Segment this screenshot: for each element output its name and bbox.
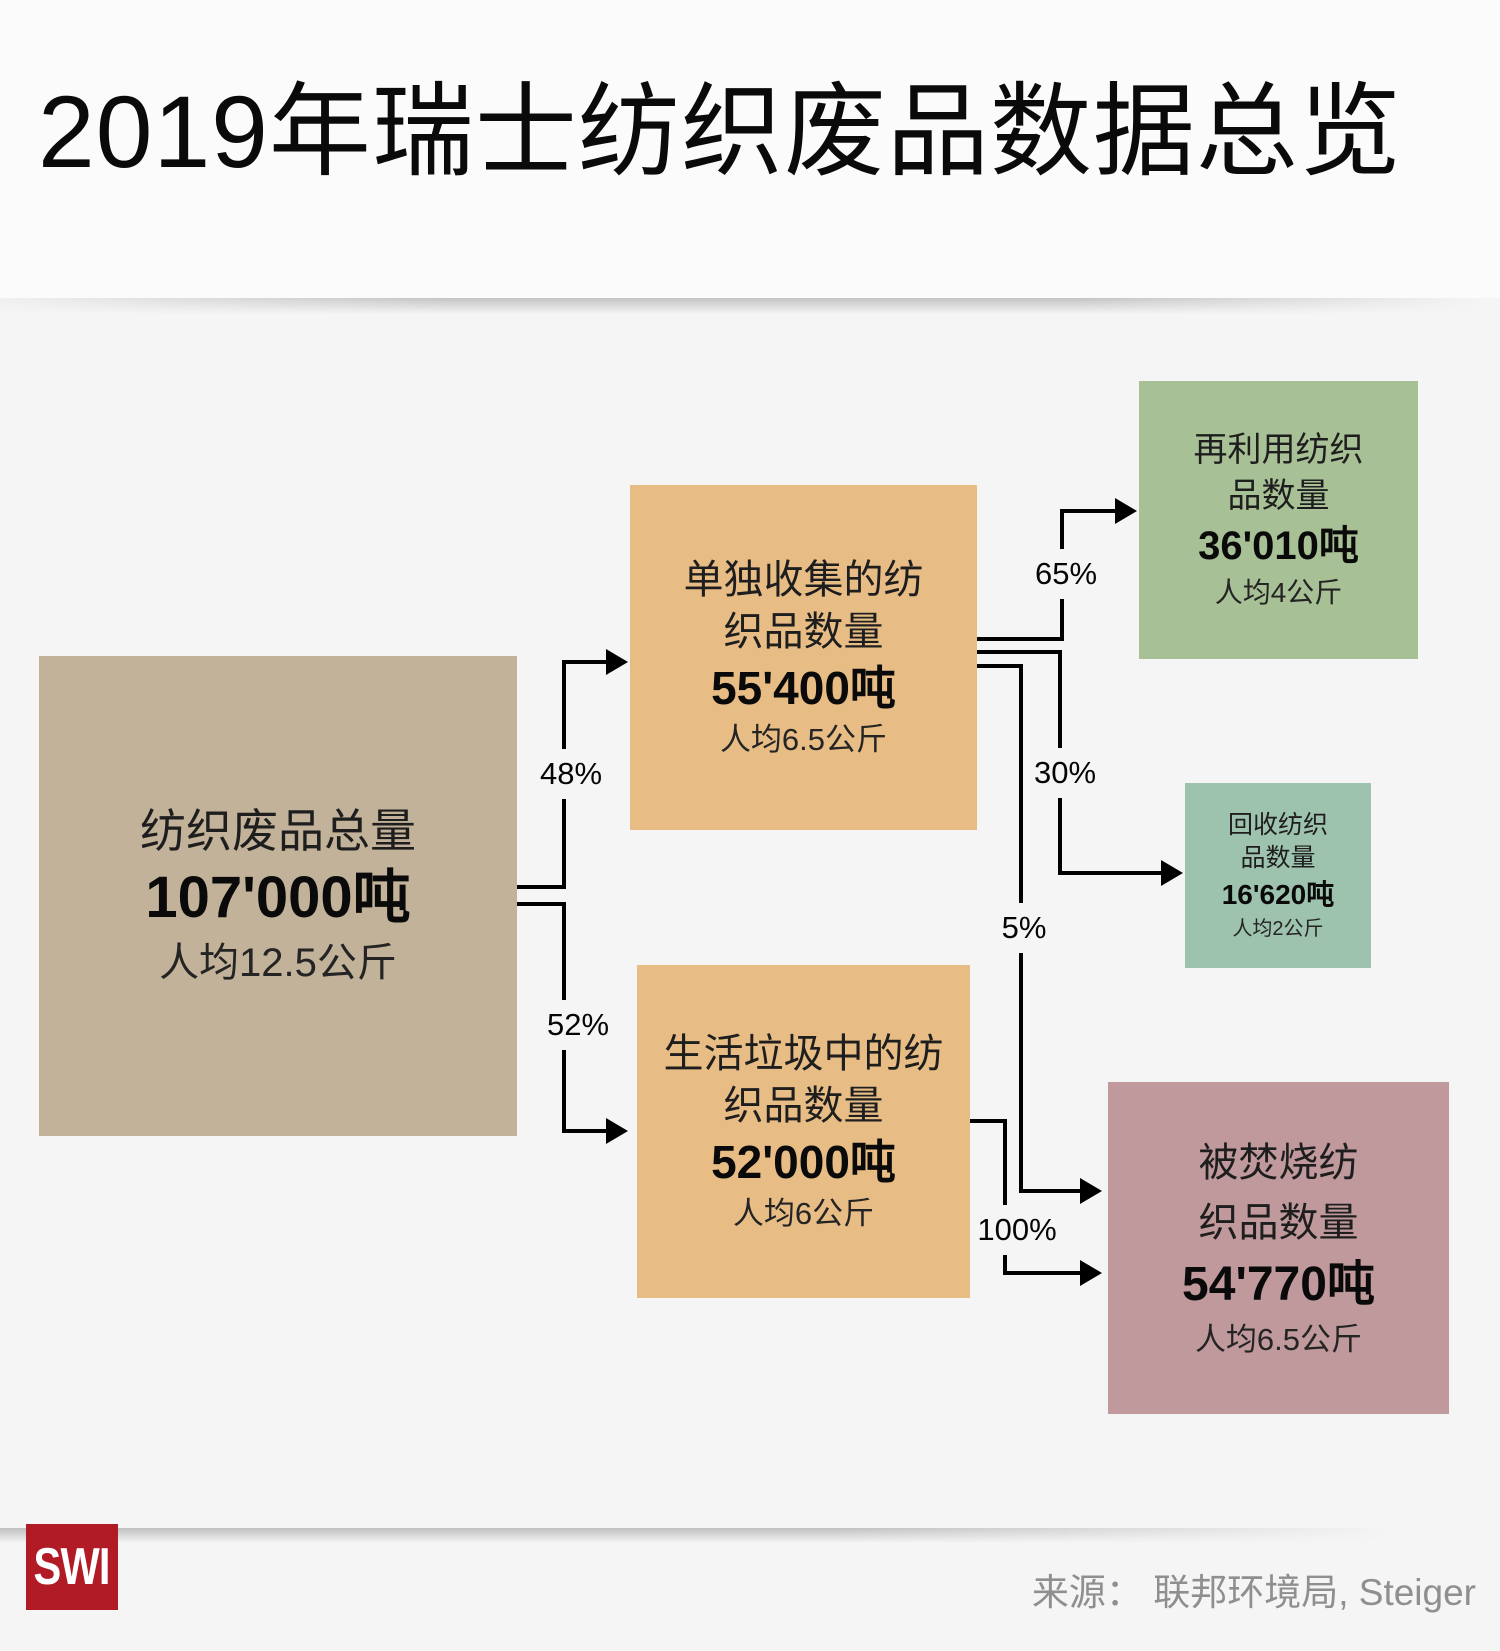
flow-percent-label: 52%	[543, 1000, 613, 1050]
node-per-capita: 人均2公斤	[1232, 917, 1324, 940]
arrowhead-icon	[1161, 860, 1183, 886]
node-incinerated-textiles: 被焚烧纺 织品数量 54'770吨 人均6.5公斤	[1108, 1082, 1449, 1414]
flow-segment	[1019, 1189, 1080, 1193]
flow-percent-label: 100%	[974, 1205, 1060, 1255]
source-credit: 来源： 联邦环境局, Steiger	[1031, 1572, 1476, 1613]
node-per-capita: 人均4公斤	[1214, 577, 1343, 608]
swi-logo-text: SWI	[33, 1538, 111, 1596]
node-label: 单独收集的纺 织品数量	[684, 554, 924, 658]
swi-logo: SWI	[26, 1524, 118, 1610]
arrowhead-icon	[606, 1118, 628, 1144]
flow-segment	[977, 664, 1023, 668]
node-label-line: 被焚烧纺	[1198, 1141, 1359, 1185]
node-per-capita: 人均6.5公斤	[1194, 1322, 1363, 1357]
flow-segment	[1003, 1119, 1007, 1275]
node-label-line: 回收纺织	[1227, 810, 1328, 839]
flow-segment	[1058, 871, 1161, 875]
arrowhead-icon	[1115, 498, 1137, 524]
node-amount: 107'000吨	[145, 865, 411, 930]
node-label: 回收纺织 品数量	[1228, 809, 1328, 875]
node-amount: 16'620吨	[1221, 878, 1335, 910]
flow-segment	[977, 650, 1062, 654]
node-label-line: 织品数量	[723, 609, 884, 654]
flow-segment	[566, 1129, 608, 1133]
node-label: 纺织废品总量	[140, 800, 416, 862]
node-label: 被焚烧纺 织品数量	[1199, 1133, 1359, 1253]
flow-segment	[566, 660, 608, 664]
flow-segment	[977, 637, 1064, 641]
node-label-line: 单独收集的纺	[683, 557, 924, 602]
flow-percent-label: 30%	[1030, 748, 1100, 798]
node-label: 生活垃圾中的纺 织品数量	[664, 1028, 944, 1132]
node-household-waste-textiles: 生活垃圾中的纺 织品数量 52'000吨 人均6公斤	[637, 965, 970, 1298]
node-label: 再利用纺织 品数量	[1194, 427, 1364, 519]
flow-percent-label: 65%	[1031, 549, 1101, 599]
flow-segment	[517, 902, 566, 906]
node-separately-collected: 单独收集的纺 织品数量 55'400吨 人均6.5公斤	[630, 485, 977, 830]
arrowhead-icon	[1080, 1178, 1102, 1204]
flow-segment	[1064, 509, 1115, 513]
node-amount: 36'010吨	[1198, 524, 1359, 568]
node-label-line: 再利用纺织	[1193, 431, 1364, 469]
footer-divider-shadow	[0, 1528, 1500, 1543]
node-label-line: 品数量	[1227, 477, 1330, 515]
flow-segment	[517, 885, 566, 889]
node-amount: 55'400吨	[711, 661, 896, 714]
node-label-line: 织品数量	[723, 1083, 884, 1128]
node-per-capita: 人均12.5公斤	[159, 941, 397, 985]
arrowhead-icon	[1080, 1260, 1102, 1286]
node-recycled-textiles: 回收纺织 品数量 16'620吨 人均2公斤	[1185, 783, 1371, 968]
node-total-textile-waste: 纺织废品总量 107'000吨 人均12.5公斤	[39, 656, 517, 1136]
node-label-line: 生活垃圾中的纺	[663, 1031, 944, 1076]
header-divider-shadow	[0, 298, 1500, 314]
node-label-line: 纺织废品总量	[140, 805, 416, 857]
header: 2019年瑞士纺织废品数据总览	[0, 0, 1500, 298]
flow-segment	[1003, 1271, 1080, 1275]
node-amount: 52'000吨	[711, 1135, 896, 1188]
node-label-line: 品数量	[1240, 843, 1316, 872]
arrowhead-icon	[606, 649, 628, 675]
page-title: 2019年瑞士纺织废品数据总览	[38, 75, 1402, 189]
node-per-capita: 人均6公斤	[732, 1195, 875, 1231]
node-reused-textiles: 再利用纺织 品数量 36'010吨 人均4公斤	[1139, 381, 1418, 659]
flow-percent-label: 48%	[536, 749, 606, 799]
flow-percent-label: 5%	[998, 903, 1050, 953]
node-amount: 54'770吨	[1182, 1258, 1375, 1311]
node-per-capita: 人均6.5公斤	[719, 721, 888, 757]
flow-segment	[970, 1119, 1007, 1123]
node-label-line: 织品数量	[1198, 1201, 1359, 1245]
